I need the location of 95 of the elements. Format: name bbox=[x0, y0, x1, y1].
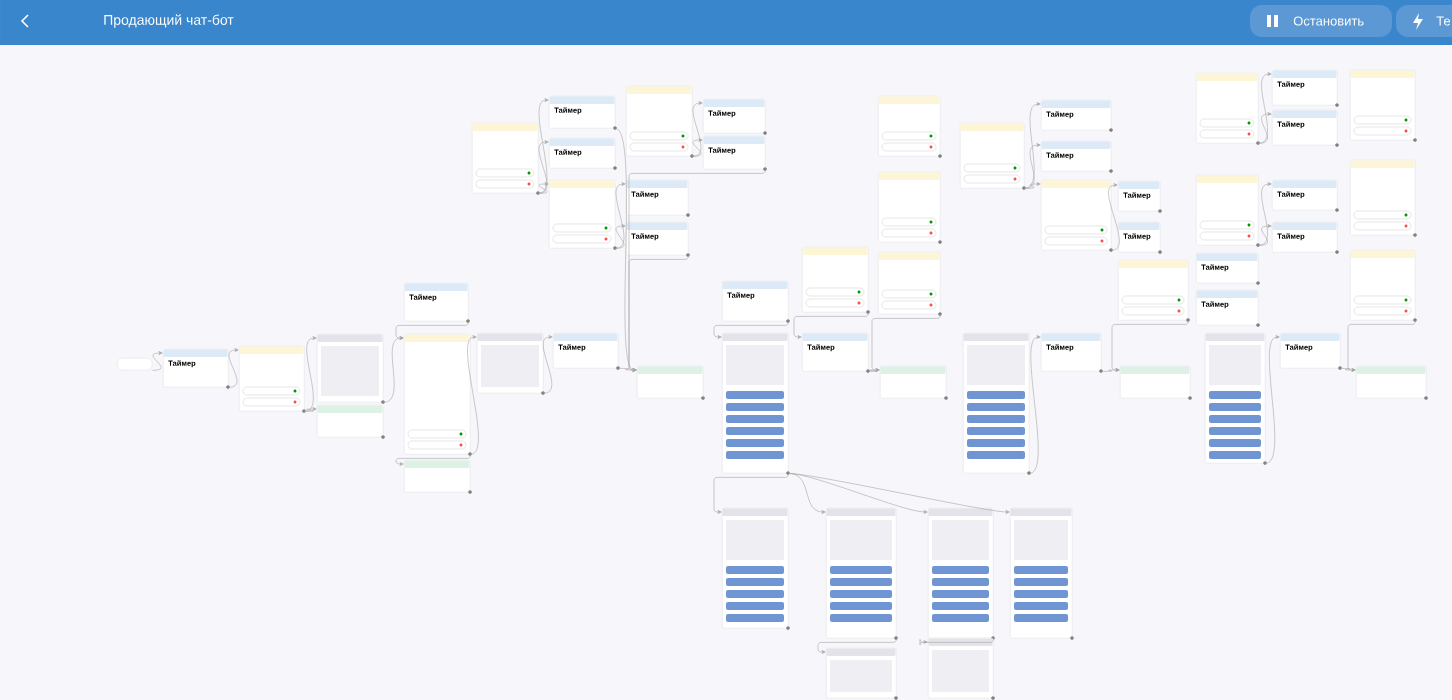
timer-card bbox=[703, 136, 767, 171]
timer-card bbox=[553, 333, 620, 370]
message-card bbox=[826, 648, 898, 700]
timer-card bbox=[626, 222, 690, 257]
connector bbox=[692, 101, 703, 157]
message-card bbox=[963, 333, 1031, 475]
condition-card bbox=[878, 96, 942, 158]
connector bbox=[1258, 112, 1272, 144]
connector bbox=[228, 348, 239, 388]
condition-card bbox=[626, 86, 694, 158]
connector bbox=[615, 182, 626, 249]
timer-card bbox=[802, 333, 870, 373]
condition-card bbox=[1196, 175, 1260, 247]
stop-button: Остановить bbox=[1250, 5, 1392, 37]
timer-card bbox=[1272, 70, 1339, 107]
timer-card bbox=[1196, 253, 1260, 285]
timer-card bbox=[1041, 333, 1103, 373]
connector bbox=[1024, 182, 1041, 189]
timer-card bbox=[1272, 110, 1339, 147]
condition-card bbox=[878, 172, 942, 244]
connector bbox=[538, 182, 549, 194]
action-card bbox=[880, 366, 948, 400]
connector bbox=[395, 454, 471, 466]
connector bbox=[395, 321, 469, 340]
timer-card bbox=[1118, 222, 1162, 254]
connector bbox=[467, 335, 479, 455]
connector bbox=[1111, 320, 1189, 372]
connector bbox=[628, 169, 766, 372]
condition-card bbox=[1350, 250, 1417, 322]
timer-card bbox=[549, 138, 617, 170]
connector bbox=[713, 321, 789, 339]
condition-card bbox=[1350, 70, 1417, 142]
connector bbox=[615, 224, 626, 249]
connector bbox=[919, 638, 994, 646]
action-card bbox=[317, 405, 385, 439]
message-card bbox=[1010, 508, 1074, 640]
connector bbox=[304, 407, 317, 412]
condition-card bbox=[802, 247, 870, 314]
connector bbox=[542, 335, 553, 394]
timer-card bbox=[1196, 290, 1260, 327]
connector bbox=[538, 140, 549, 194]
timer-card bbox=[1118, 181, 1162, 213]
condition-card bbox=[1350, 160, 1417, 237]
connector bbox=[304, 336, 317, 412]
message-card bbox=[477, 333, 545, 395]
connector bbox=[1265, 335, 1280, 464]
connector bbox=[152, 351, 163, 371]
test-button: Те bbox=[1396, 5, 1452, 37]
message-card bbox=[722, 508, 790, 630]
timer-card bbox=[163, 349, 230, 389]
message-card bbox=[1205, 333, 1267, 465]
condition-card bbox=[1196, 73, 1260, 145]
timer-card bbox=[1272, 180, 1339, 212]
connector bbox=[1108, 183, 1120, 251]
timer-card bbox=[703, 99, 767, 135]
start-node bbox=[117, 358, 153, 371]
timer-card bbox=[1280, 333, 1342, 370]
condition-card bbox=[239, 346, 306, 413]
connector bbox=[692, 138, 703, 157]
action-card bbox=[404, 460, 472, 494]
condition-card bbox=[404, 334, 472, 456]
message-card bbox=[317, 334, 385, 404]
timer-card bbox=[722, 281, 790, 323]
condition-card bbox=[549, 180, 617, 250]
action-card bbox=[1356, 366, 1428, 400]
page-title: Продающий чат-бот bbox=[104, 14, 234, 28]
condition-card bbox=[878, 252, 942, 316]
timer-card bbox=[1272, 222, 1339, 254]
connector bbox=[538, 98, 549, 194]
connector bbox=[1258, 224, 1272, 246]
condition-card bbox=[1041, 180, 1113, 252]
connector bbox=[1347, 320, 1416, 372]
timer-card bbox=[1041, 100, 1113, 132]
timer-card bbox=[549, 96, 617, 130]
connector bbox=[1258, 182, 1272, 246]
connector bbox=[713, 473, 789, 514]
connector bbox=[871, 314, 941, 372]
message-card bbox=[928, 638, 995, 700]
timer-card bbox=[1041, 141, 1113, 173]
message-card bbox=[826, 508, 898, 640]
connector bbox=[1258, 72, 1272, 144]
action-card bbox=[1120, 366, 1192, 400]
connector bbox=[1024, 143, 1041, 189]
condition-card bbox=[960, 123, 1026, 190]
connector bbox=[788, 473, 1010, 514]
connector bbox=[817, 638, 897, 654]
message-card bbox=[722, 333, 790, 475]
timer-card bbox=[404, 283, 470, 323]
condition-card bbox=[1118, 260, 1190, 322]
connector bbox=[1029, 335, 1041, 474]
action-card bbox=[637, 366, 705, 400]
connector bbox=[793, 312, 869, 339]
timer-card bbox=[626, 180, 690, 217]
condition-card bbox=[472, 123, 540, 195]
message-card bbox=[928, 508, 995, 640]
